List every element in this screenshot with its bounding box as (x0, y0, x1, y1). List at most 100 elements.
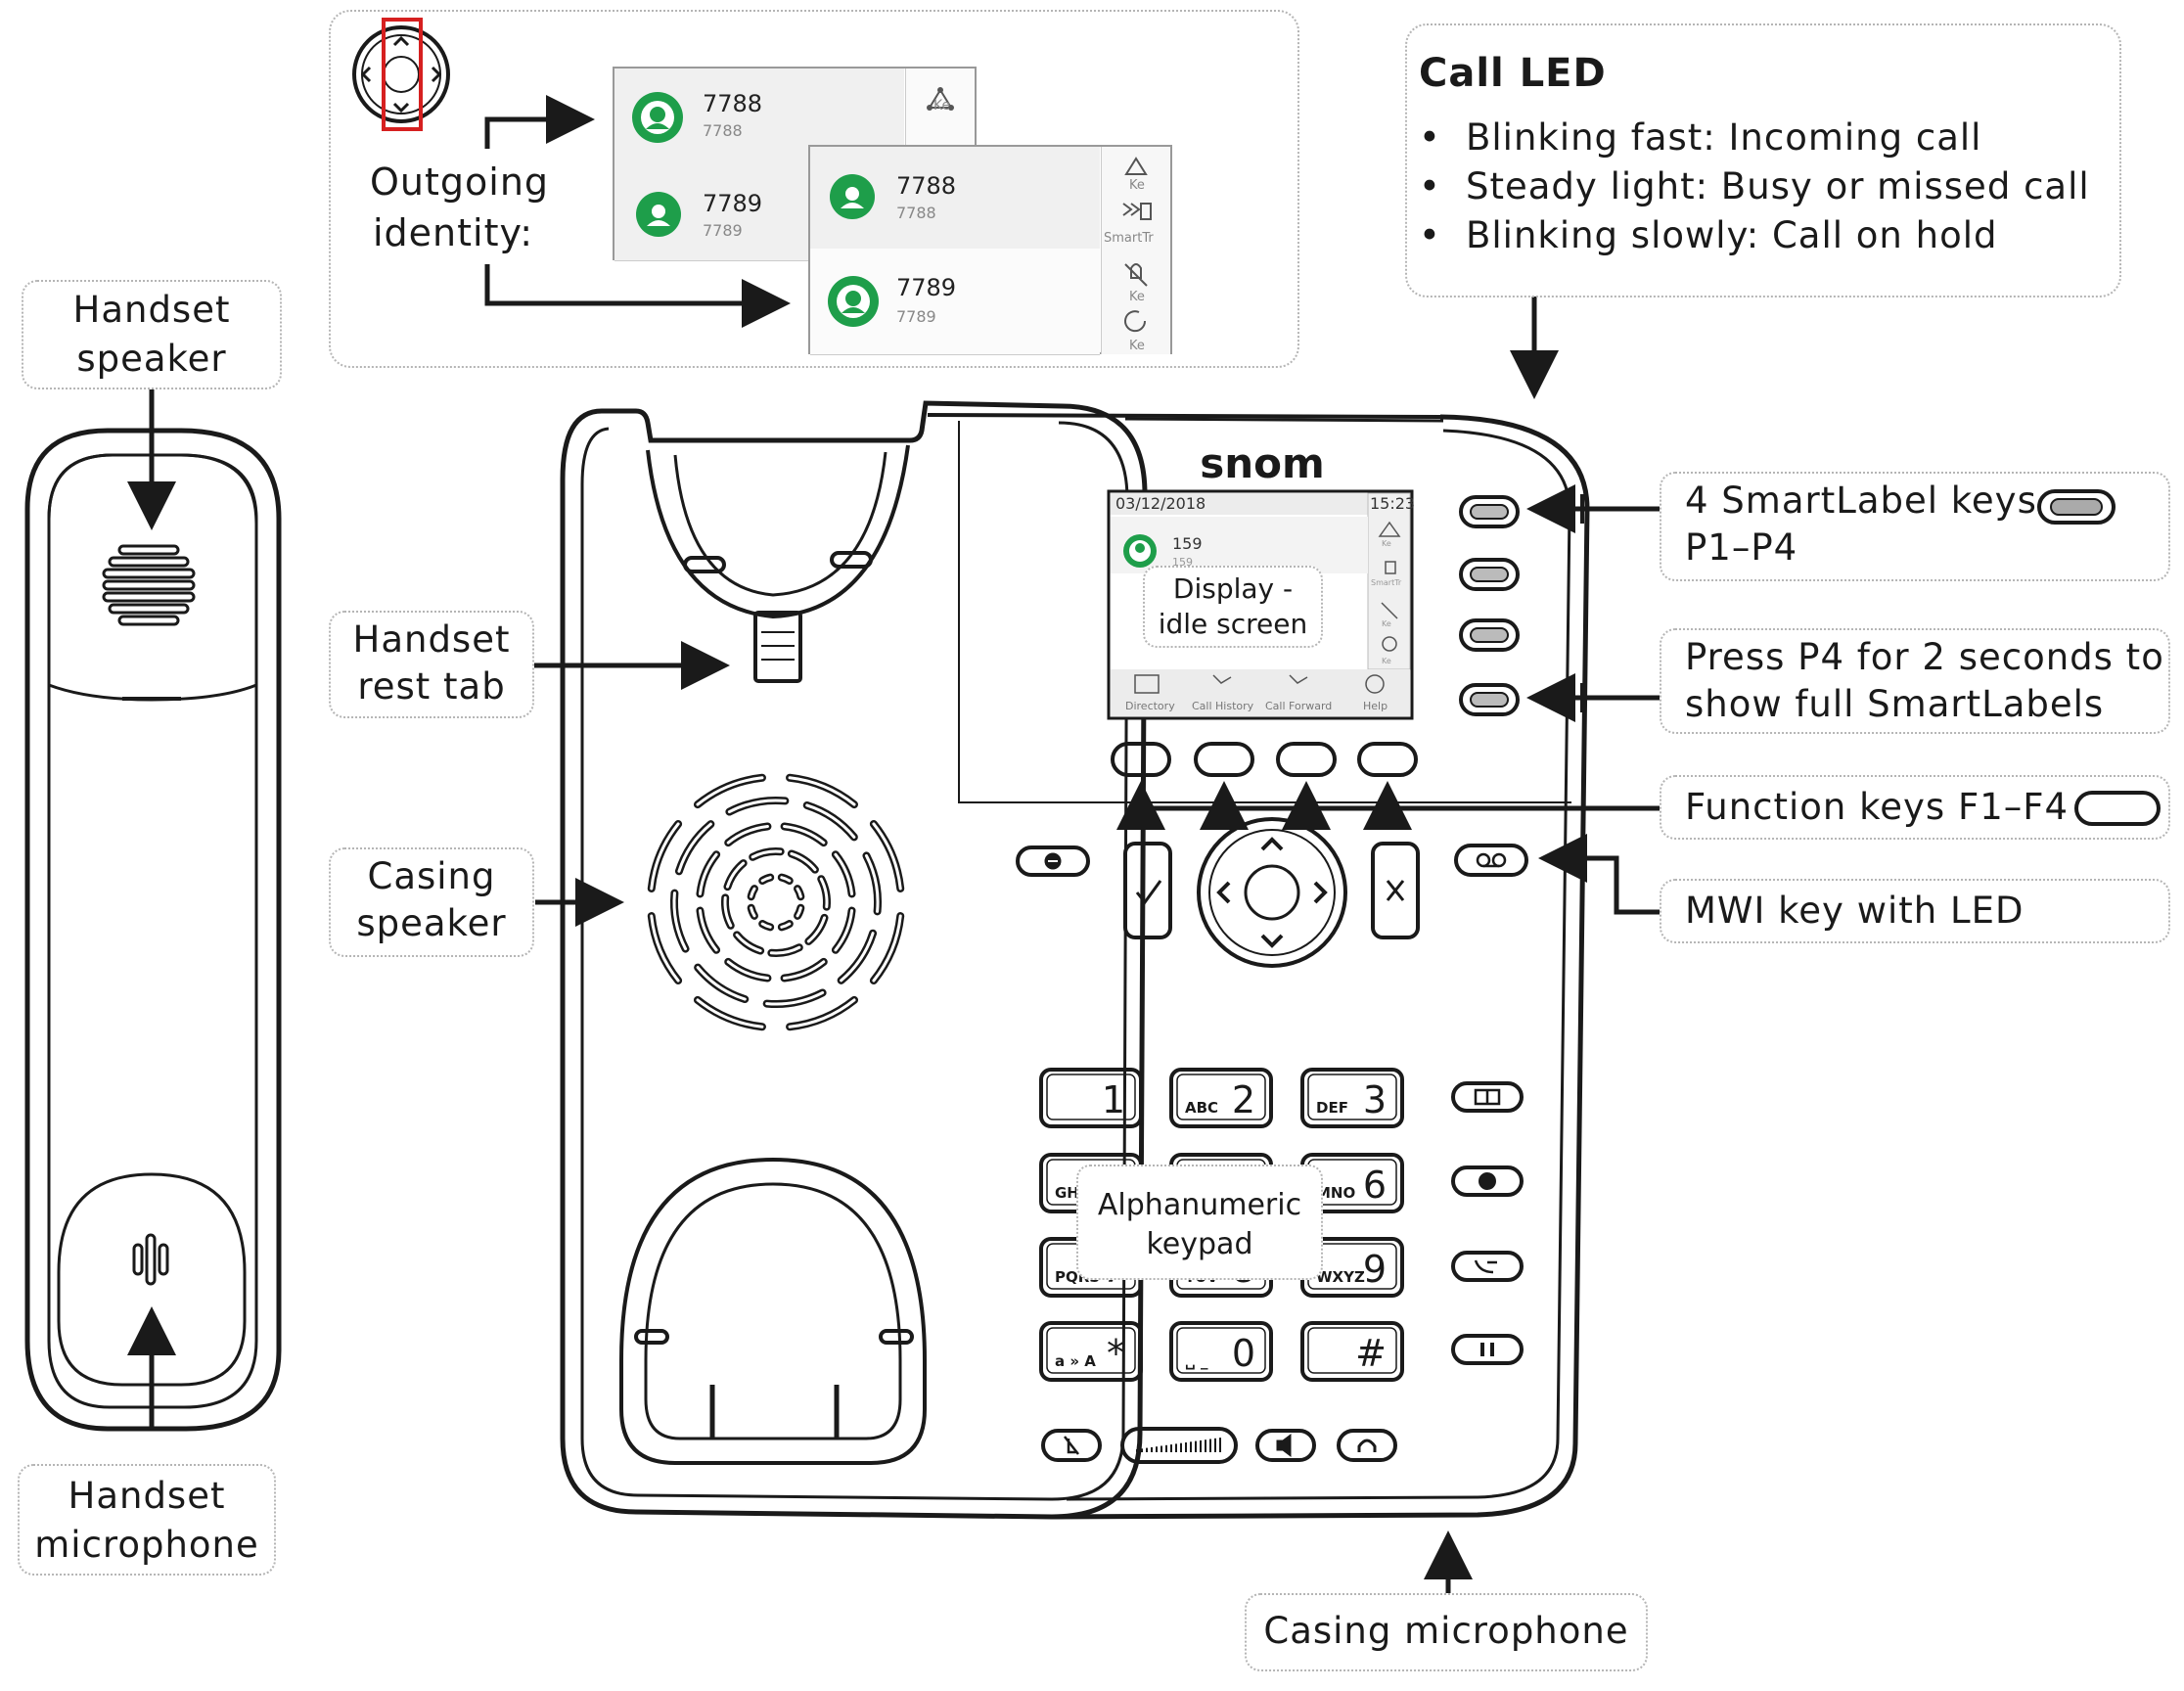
speaker-slot-inner (751, 849, 783, 859)
nav-ring[interactable] (1197, 817, 1347, 968)
casing-speaker-line-1: Casing (367, 855, 496, 897)
function-key-f1[interactable] (1111, 742, 1171, 777)
mwi-key-callout: MWI key with LED (1660, 879, 2170, 943)
speaker-slot (696, 906, 721, 954)
smartlabel-key-p3[interactable] (1459, 618, 1520, 652)
contact-avatar-icon (632, 92, 683, 143)
dnd-key[interactable] (1016, 846, 1090, 877)
handset (24, 428, 282, 1432)
call-led-item: Blinking fast: Incoming call (1419, 114, 2119, 162)
handset-rest-tab-line-1: Handset (352, 618, 511, 661)
identity-number: 7789 (703, 190, 763, 217)
volume-slider[interactable] (1120, 1427, 1238, 1464)
smartlabel-key-p1[interactable] (1459, 495, 1520, 528)
arrow-identity-up (484, 95, 595, 149)
outgoing-identity-line-1: Outgoing (370, 160, 550, 204)
speaker-slot-inner (840, 932, 875, 983)
press-p4-line-1: Press P4 for 2 seconds to (1685, 636, 2164, 678)
outgoing-nav-icon (352, 18, 450, 131)
handset-speaker-line-1: Handset (72, 289, 231, 331)
keypad-key-12[interactable]: # (1300, 1321, 1404, 1382)
handset-microphone-line-2: microphone (34, 1524, 259, 1566)
keypad-key-11[interactable]: 0␣ _ (1169, 1321, 1273, 1382)
keypad-letters: a » A (1055, 1352, 1096, 1370)
speaker-slot (831, 906, 856, 954)
identity-number: 7788 (703, 90, 763, 117)
speaker-slot-inner (760, 876, 772, 883)
identity-row[interactable]: 7789 7789 (810, 249, 1100, 355)
call-led-list: Blinking fast: Incoming call Steady ligh… (1419, 114, 2119, 260)
contact-avatar-icon (828, 276, 879, 327)
ok-key[interactable] (1123, 842, 1172, 939)
speaker-slot-inner (698, 852, 718, 895)
identity-row[interactable]: 7788 7788 (810, 147, 1100, 250)
speaker-slot-inner (819, 877, 829, 909)
keypad-key-10[interactable]: * a » A (1039, 1321, 1143, 1382)
keypad-digit: 2 (1232, 1078, 1255, 1121)
lcd-bottom-3: Call Forward (1265, 700, 1332, 712)
hold-button[interactable] (1451, 1334, 1524, 1365)
handset-cradle (646, 444, 910, 683)
press-p4-callout: Press P4 for 2 seconds to show full Smar… (1660, 628, 2170, 734)
casing-speaker-line-2: speaker (356, 902, 507, 944)
smartlabel-key-p4[interactable] (1459, 683, 1520, 716)
speakerphone-button[interactable] (1255, 1429, 1316, 1462)
lcd-entry-sub: 159 (1172, 556, 1193, 569)
speaker-slot (724, 957, 772, 983)
cancel-key[interactable] (1371, 842, 1420, 939)
keypad-key-frame (1169, 1321, 1273, 1382)
identity-side-label: Ke (1129, 178, 1145, 193)
speaker-slot-inner (783, 960, 826, 981)
casing-speaker-callout: Casing speaker (329, 847, 534, 957)
function-key-f4[interactable] (1357, 742, 1418, 777)
handset-microphone-callout: Handset microphone (18, 1464, 276, 1576)
keypad-callout: Alphanumeric keypad (1076, 1165, 1323, 1280)
keypad-key-inner (1307, 1327, 1397, 1374)
smartlabel-key-p2[interactable] (1459, 558, 1520, 591)
mute-button[interactable] (1041, 1429, 1102, 1462)
handset-rest-tab-line-2: rest tab (357, 665, 506, 708)
handset-speaker-line-2: speaker (76, 338, 227, 380)
lcd-side-1: Ke (1382, 539, 1391, 548)
speaker-slot-inner (750, 887, 756, 898)
speaker-slot-inner (726, 824, 769, 845)
smartlabel-keys-line-2: P1–P4 (1685, 526, 1798, 569)
speaker-slot-inner (750, 906, 756, 918)
speaker-slot-inner (696, 776, 764, 806)
keypad-key-frame (1169, 1068, 1273, 1128)
speaker-slot-inner (677, 822, 712, 873)
headset-button[interactable] (1337, 1429, 1397, 1462)
transfer-button[interactable] (1451, 1251, 1524, 1282)
contact-avatar-icon (830, 174, 875, 219)
speaker-slot-inner (780, 922, 792, 929)
speaker-slot-inner (806, 916, 827, 943)
handset-speaker-grille (102, 544, 196, 626)
identity-sub: 7789 (703, 221, 743, 240)
keypad-key-1[interactable]: 1 (1039, 1068, 1143, 1128)
settings-button[interactable] (1451, 1165, 1524, 1197)
keypad-digit: # (1355, 1332, 1387, 1375)
speaker-slot-inner (672, 891, 688, 951)
keypad-digit: 3 (1363, 1078, 1387, 1121)
function-key-f2[interactable] (1194, 742, 1254, 777)
keypad-letters: MNO (1316, 1184, 1355, 1202)
identity-side-icons (1122, 157, 1152, 333)
smartlabel-keys-callout: 4 SmartLabel keys P1–P4 (1660, 472, 2170, 581)
function-key-f3[interactable] (1276, 742, 1337, 777)
identity-side-column: Ke SmartTr Ke Ke (1101, 147, 1170, 354)
speaker-slot-inner (696, 966, 747, 1001)
mwi-key[interactable] (1454, 844, 1528, 877)
keypad-digit: * (1107, 1332, 1125, 1375)
lcd-side-3: Ke (1382, 619, 1391, 628)
casing-microphone-label: Casing microphone (1263, 1610, 1629, 1652)
lcd-time: 15:23 (1370, 494, 1415, 513)
lcd-date: 03/12/2018 (1115, 494, 1206, 513)
identity-side-label: Ke (1129, 290, 1145, 304)
call-led-item: Blinking slowly: Call on hold (1419, 211, 2119, 260)
directory-button[interactable] (1451, 1081, 1524, 1113)
speaker-slot-inner (783, 824, 826, 845)
keypad-key-inner (1307, 1074, 1397, 1120)
function-keys-callout: Function keys F1–F4 (1660, 775, 2170, 840)
